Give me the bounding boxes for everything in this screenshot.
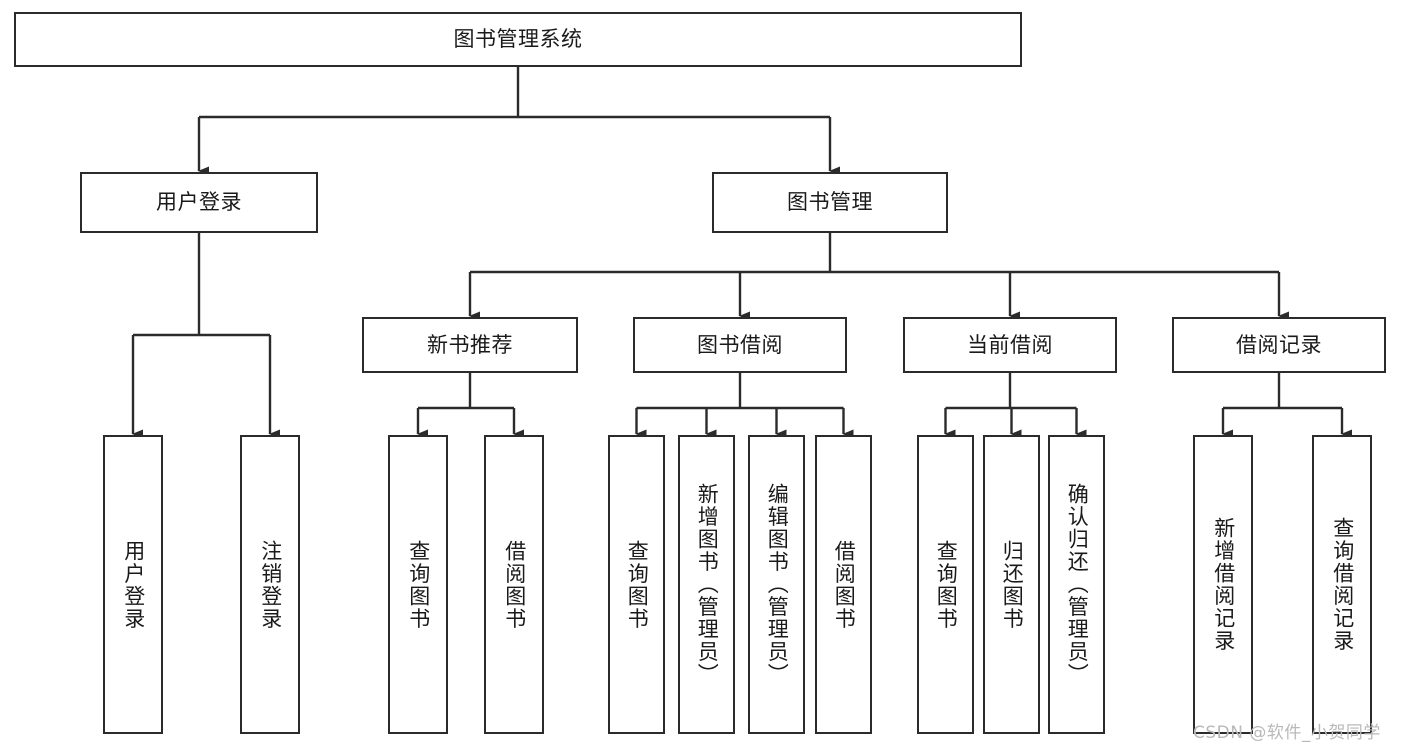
node-current-borrow[interactable]: 当前借阅	[903, 317, 1117, 373]
node-label: 借阅图书	[502, 539, 527, 630]
node-label: 借阅图书	[832, 539, 857, 630]
node-label: 图书管理	[787, 190, 873, 215]
node-leaf-borrow-book-2[interactable]: 借阅图书	[815, 435, 872, 734]
node-label: 查询图书	[625, 539, 650, 630]
node-borrow-record[interactable]: 借阅记录	[1172, 317, 1386, 373]
node-label: 图书借阅	[697, 332, 783, 357]
node-leaf-edit-book[interactable]: 编辑图书（管理员）	[748, 435, 805, 734]
node-label: 查询图书	[934, 539, 959, 630]
node-book-borrow[interactable]: 图书借阅	[633, 317, 847, 373]
node-label: 注销登录	[258, 539, 283, 630]
node-label: 确认归还（管理员）	[1065, 483, 1090, 686]
node-leaf-borrow-book-1[interactable]: 借阅图书	[484, 435, 544, 734]
node-label: 查询图书	[406, 539, 431, 630]
node-label: 查询借阅记录	[1330, 517, 1355, 652]
node-label: 当前借阅	[967, 332, 1053, 357]
node-label: 借阅记录	[1236, 332, 1322, 357]
node-user-login[interactable]: 用户登录	[80, 172, 318, 233]
node-label: 用户登录	[156, 190, 242, 215]
node-book-manage[interactable]: 图书管理	[712, 172, 948, 233]
node-leaf-query-book-2[interactable]: 查询图书	[608, 435, 665, 734]
node-root[interactable]: 图书管理系统	[14, 12, 1022, 67]
node-label: 归还图书	[1000, 539, 1025, 630]
node-new-book-recommend[interactable]: 新书推荐	[362, 317, 578, 373]
node-label: 新增借阅记录	[1211, 517, 1236, 652]
node-leaf-add-book[interactable]: 新增图书（管理员）	[678, 435, 735, 734]
node-leaf-add-record[interactable]: 新增借阅记录	[1193, 435, 1253, 734]
node-leaf-query-record[interactable]: 查询借阅记录	[1312, 435, 1372, 734]
node-leaf-logout[interactable]: 注销登录	[240, 435, 300, 734]
node-label: 图书管理系统	[453, 27, 583, 52]
node-label: 新增图书（管理员）	[695, 483, 720, 686]
csdn-watermark: CSDN @软件_小贺同学	[1193, 723, 1381, 743]
node-leaf-return-book[interactable]: 归还图书	[983, 435, 1040, 734]
node-leaf-confirm-return[interactable]: 确认归还（管理员）	[1048, 435, 1105, 734]
node-leaf-query-book-3[interactable]: 查询图书	[917, 435, 974, 734]
node-label: 编辑图书（管理员）	[765, 483, 790, 686]
node-leaf-user-login[interactable]: 用户登录	[103, 435, 163, 734]
node-label: 新书推荐	[427, 332, 513, 357]
node-leaf-query-book-1[interactable]: 查询图书	[388, 435, 448, 734]
node-label: 用户登录	[121, 539, 146, 630]
